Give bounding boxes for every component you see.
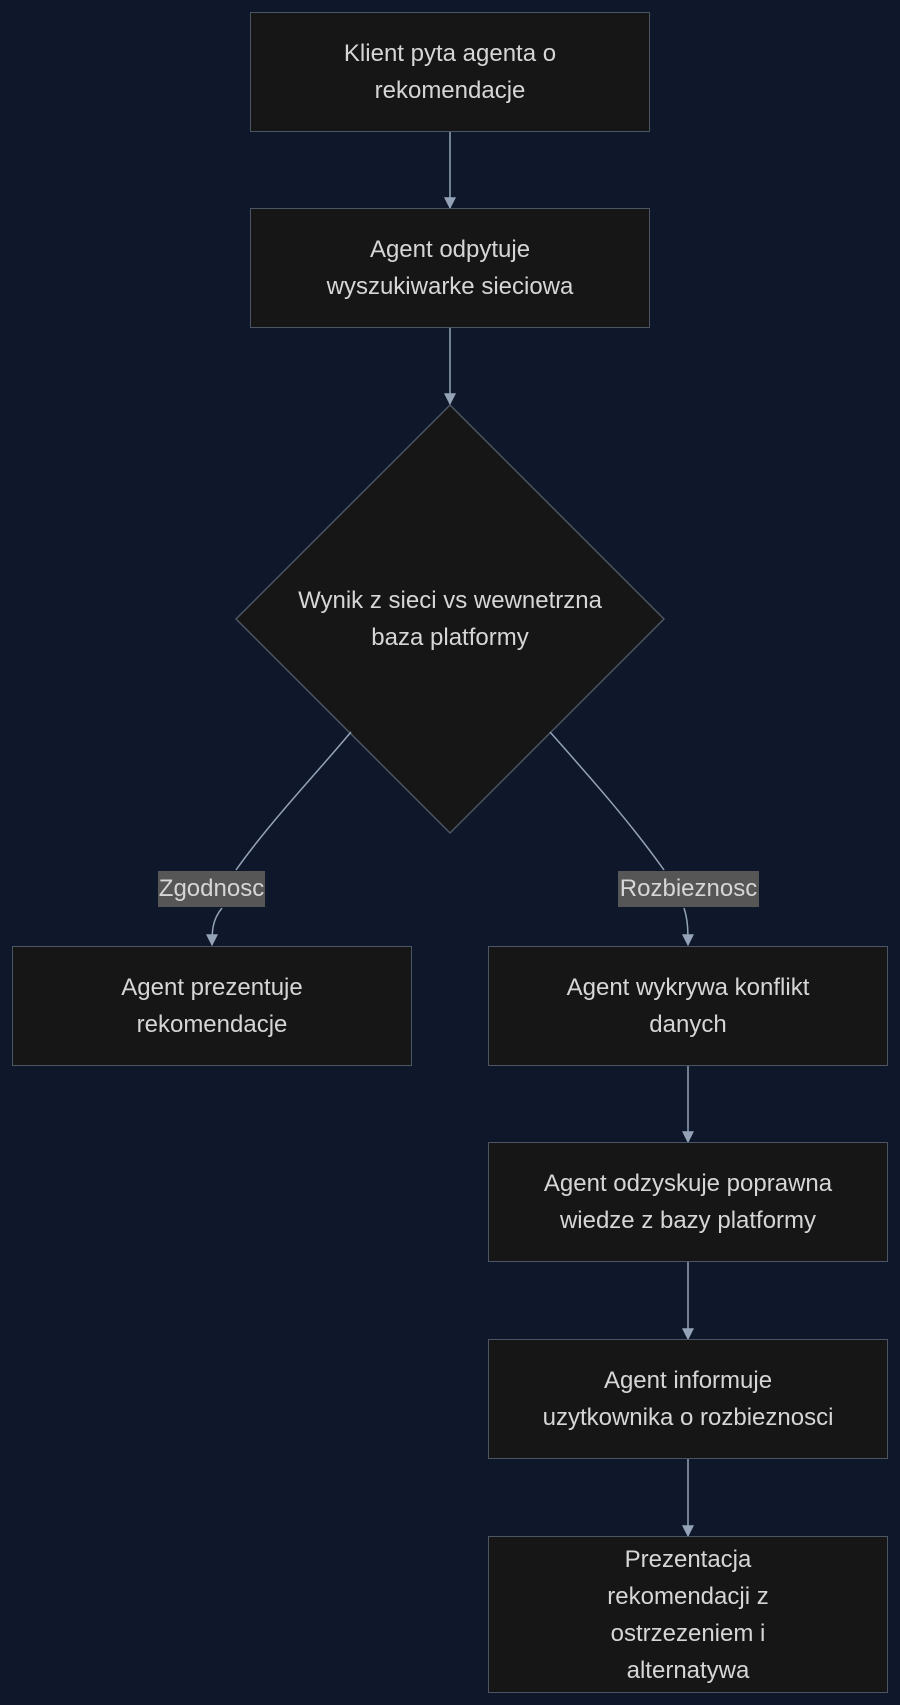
node-agent-queries-search: Agent odpytuje wyszukiwarke sieciowa xyxy=(250,208,650,328)
node-agent-detects-conflict: Agent wykrywa konflikt danych xyxy=(488,946,888,1066)
edge-decision-to-conflict xyxy=(549,731,688,945)
node-agent-recovers: Agent odzyskuje poprawna wiedze z bazy p… xyxy=(488,1142,888,1262)
edge-decision-to-present xyxy=(212,731,352,945)
node-agent-recovers-text: Agent odzyskuje poprawna wiedze z bazy p… xyxy=(543,1170,833,1234)
edge-label-mismatch: Rozbieznosc xyxy=(618,871,759,907)
node-client-asks: Klient pyta agenta o rekomendacje xyxy=(250,12,650,132)
edge-label-match: Zgodnosc xyxy=(158,871,265,907)
node-agent-queries-search-text: Agent odpytuje wyszukiwarke sieciowa xyxy=(326,236,574,300)
decision-label: Wynik z sieci vs wewnetrzna baza platfor… xyxy=(298,587,602,651)
node-client-asks-text: Klient pyta agenta o rekomendacje xyxy=(343,40,557,104)
node-final-presentation-text: Prezentacja rekomendacji z ostrzezeniem … xyxy=(607,1545,769,1684)
decision-diamond xyxy=(234,403,666,835)
node-agent-informs-text: Agent informuje uzytkownika o rozbieznos… xyxy=(542,1367,834,1431)
node-agent-presents-text: Agent prezentuje rekomendacje xyxy=(121,974,303,1038)
node-agent-detects-conflict-text: Agent wykrywa konflikt danych xyxy=(566,974,810,1038)
node-agent-presents: Agent prezentuje rekomendacje xyxy=(12,946,412,1066)
node-final-presentation: Prezentacja rekomendacji z ostrzezeniem … xyxy=(488,1536,888,1693)
node-agent-informs: Agent informuje uzytkownika o rozbieznos… xyxy=(488,1339,888,1459)
